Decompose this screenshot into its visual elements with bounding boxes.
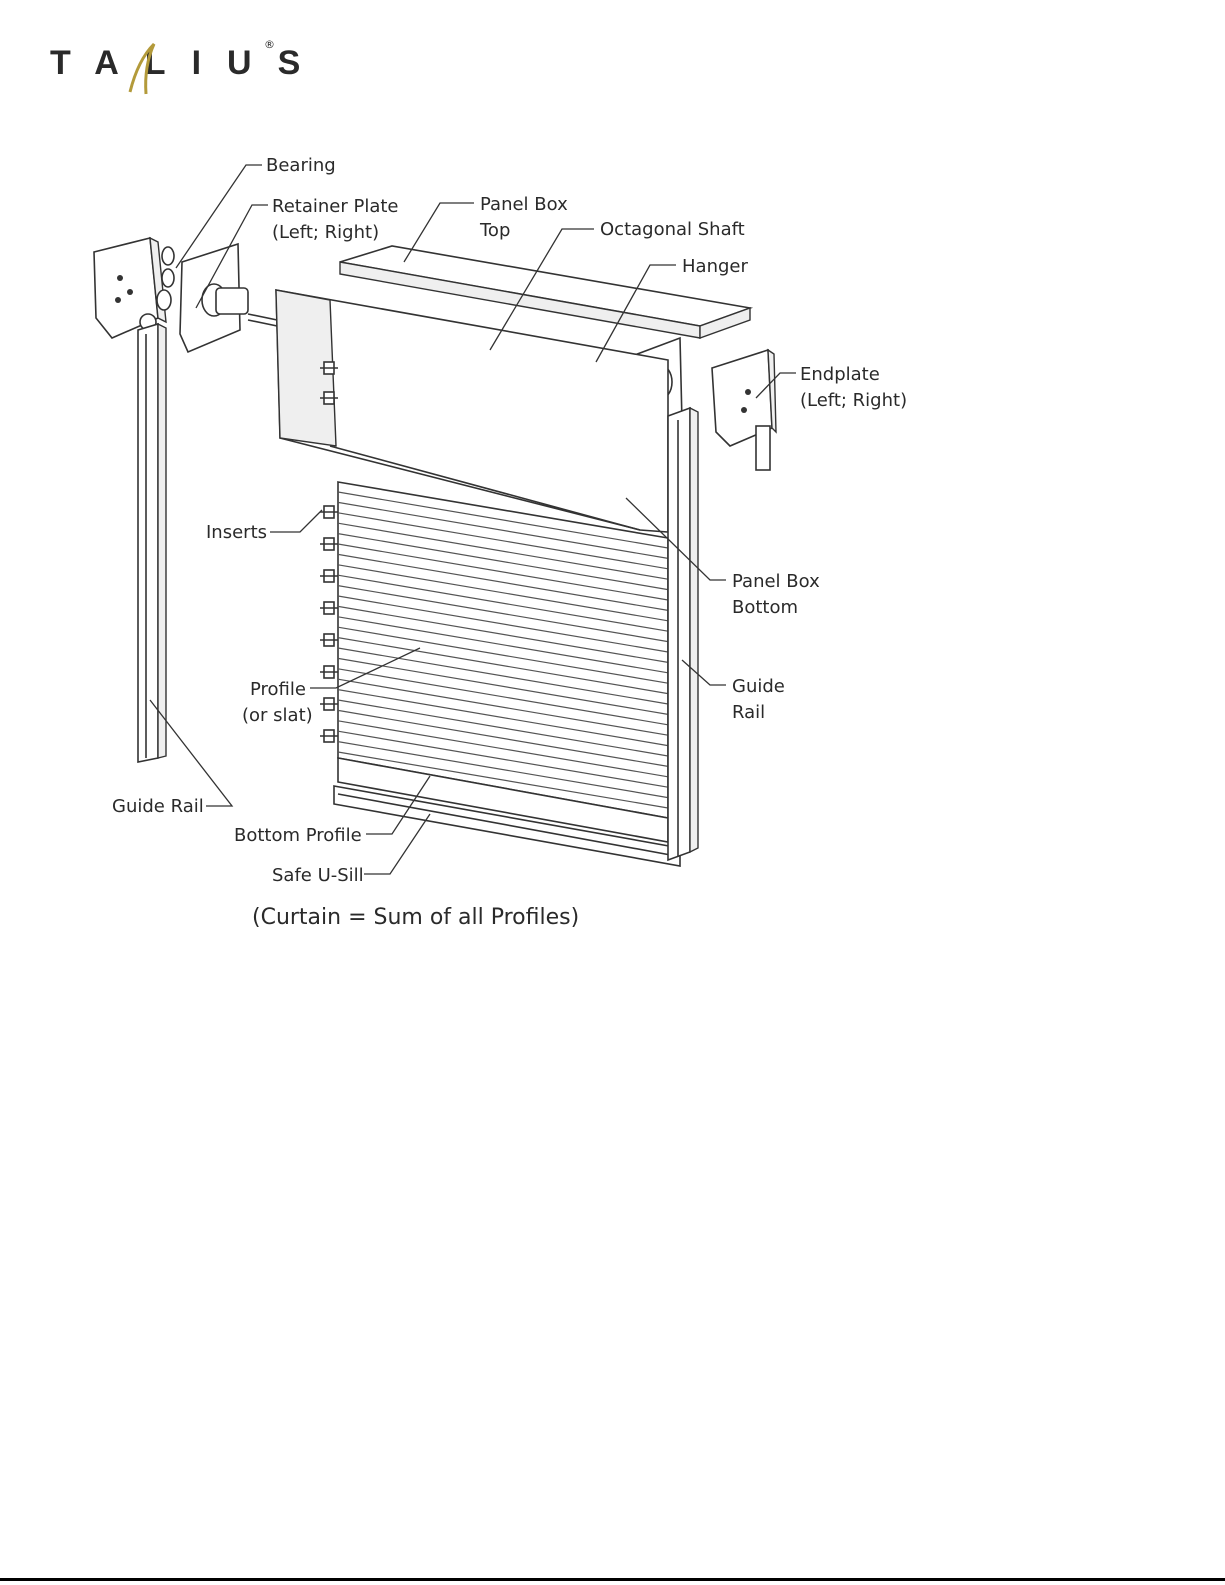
label-retainer-plate: Retainer Plate <box>272 196 398 217</box>
panel-box-bottom-part <box>276 290 668 532</box>
label-panel-box-top-sub: Top <box>479 220 510 241</box>
label-safe-u-sill: Safe U-Sill <box>272 865 364 886</box>
label-hanger: Hanger <box>682 256 748 277</box>
label-panel-box-bottom-sub: Bottom <box>732 597 798 618</box>
label-panel-box-top: Panel Box <box>480 194 568 215</box>
label-guide-rail-left: Guide Rail <box>112 796 204 817</box>
label-profile: Profile <box>250 679 306 700</box>
label-bottom-profile: Bottom Profile <box>234 825 362 846</box>
label-retainer-plate-sub: (Left; Right) <box>272 222 379 243</box>
footer-rule <box>0 1578 1225 1581</box>
left-guide-rail-part <box>138 324 166 762</box>
label-endplate: Endplate <box>800 364 880 385</box>
label-inserts: Inserts <box>206 522 267 543</box>
label-profile-sub: (or slat) <box>242 705 313 726</box>
right-guide-rail-part <box>668 408 698 860</box>
roller-shutter-exploded-diagram: Bearing Retainer Plate (Left; Right) Pan… <box>0 0 1225 960</box>
right-endplate-part <box>712 350 776 470</box>
label-guide-rail-right-sub: Rail <box>732 702 765 723</box>
retainer-plate-part <box>180 244 248 352</box>
caption-curtain: (Curtain = Sum of all Profiles) <box>252 905 579 930</box>
left-endplate-part <box>94 238 166 338</box>
label-endplate-sub: (Left; Right) <box>800 390 907 411</box>
label-panel-box-bottom: Panel Box <box>732 571 820 592</box>
label-octagonal-shaft: Octagonal Shaft <box>600 219 745 240</box>
label-guide-rail-right: Guide <box>732 676 785 697</box>
label-bearing: Bearing <box>266 155 336 176</box>
